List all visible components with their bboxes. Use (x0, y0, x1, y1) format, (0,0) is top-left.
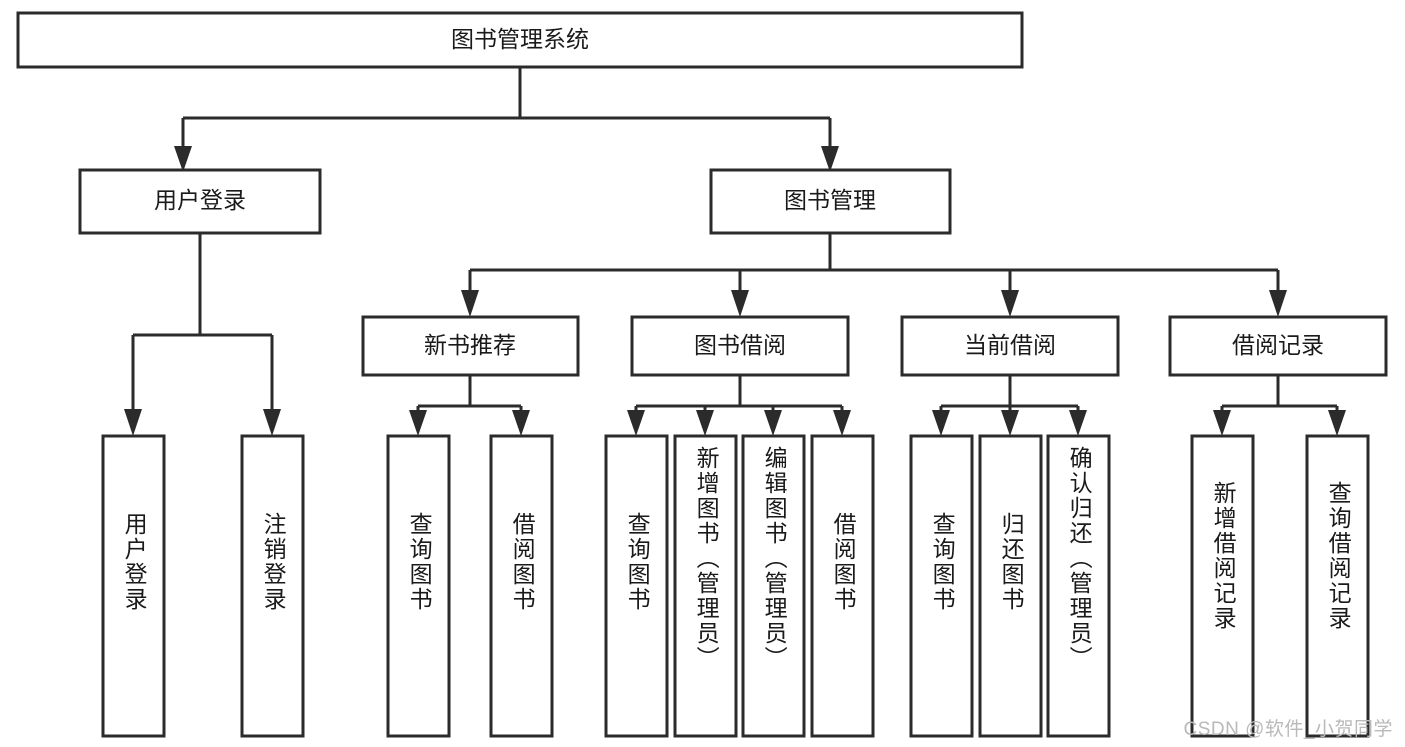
arrowhead-ul-child-1 (124, 409, 142, 436)
leaf-label-wrap-bb-edit-book-admin: 编辑图书（管理员） (743, 436, 804, 736)
node-borrow-record[interactable] (1168, 315, 1388, 377)
leaf-user-login-signin[interactable] (101, 434, 166, 738)
leaf-label-cb-query-book: 查询图书 (929, 512, 956, 612)
node-new-book-recommend-label: 新书推荐 (424, 332, 516, 358)
node-current-borrow-label: 当前借阅 (964, 332, 1056, 358)
arrowhead-br-child-1 (1213, 410, 1231, 436)
arrowhead-user-login (174, 146, 192, 172)
leaf-label-user-login-signout: 注销登录 (260, 512, 287, 612)
leaf-label-cb-return-book: 归还图书 (998, 512, 1025, 612)
leaf-label-br-query-record: 查询借阅记录 (1325, 481, 1352, 631)
node-user-login[interactable] (78, 168, 322, 235)
leaf-label-cb-confirm-return-admin: 确认归还（管理员） (1066, 446, 1093, 671)
leaf-nb-query-book[interactable] (386, 434, 451, 738)
arrowhead-borrow-record (1269, 290, 1287, 317)
leaf-br-add-record[interactable] (1190, 434, 1255, 738)
arrowhead-current-borrow (1001, 290, 1019, 317)
leaf-label-wrap-nb-borrow-book: 借阅图书 (491, 436, 552, 736)
node-book-borrow-label: 图书借阅 (694, 332, 786, 358)
leaf-label-wrap-br-add-record: 新增借阅记录 (1192, 436, 1253, 736)
leaf-label-nb-borrow-book: 借阅图书 (509, 512, 536, 612)
arrowhead-nb-child-2 (512, 410, 530, 436)
node-user-login-label: 用户登录 (154, 187, 246, 213)
arrowhead-br-child-2 (1328, 410, 1346, 436)
arrowhead-nb-child-1 (409, 410, 427, 436)
leaf-label-wrap-bb-query-book: 查询图书 (606, 436, 667, 736)
node-current-borrow[interactable] (900, 315, 1120, 377)
node-book-management[interactable] (709, 168, 952, 235)
arrowhead-new-book (461, 290, 479, 317)
leaf-label-wrap-user-login-signout: 注销登录 (242, 436, 303, 736)
leaf-cb-return-book[interactable] (978, 434, 1043, 738)
csdn-watermark: CSDN @软件_小贺同学 (1183, 719, 1393, 740)
node-layer: 图书管理系统 用户登录 图书管理 新书推荐 图书借阅 当前借阅 借阅记录 (16, 11, 1388, 738)
arrowhead-ul-child-2 (263, 409, 281, 436)
leaf-bb-query-book[interactable] (604, 434, 669, 738)
leaf-label-wrap-cb-query-book: 查询图书 (911, 436, 972, 736)
arrowhead-book-manage (821, 146, 839, 172)
leaf-bb-borrow-book[interactable] (810, 434, 875, 738)
leaf-bb-edit-book-admin[interactable] (741, 434, 806, 738)
leaf-label-wrap-cb-confirm-return-admin: 确认归还（管理员） (1048, 436, 1109, 736)
leaf-label-bb-query-book: 查询图书 (624, 512, 651, 612)
leaf-user-login-signout[interactable] (240, 434, 305, 738)
leaf-cb-query-book[interactable] (909, 434, 974, 738)
leaf-label-wrap-user-login-signin: 用户登录 (103, 436, 164, 736)
leaf-bb-add-book-admin[interactable] (673, 434, 738, 738)
leaf-label-nb-query-book: 查询图书 (406, 512, 433, 612)
node-root-book-management-system[interactable] (16, 11, 1024, 69)
leaf-label-bb-add-book-admin: 新增图书（管理员） (693, 446, 720, 671)
arrowhead-cb-child-3 (1069, 410, 1087, 436)
leaf-label-wrap-bb-borrow-book: 借阅图书 (812, 436, 873, 736)
leaf-label-user-login-signin: 用户登录 (121, 512, 148, 612)
arrowhead-bb-child-4 (833, 410, 851, 436)
leaf-label-br-add-record: 新增借阅记录 (1210, 481, 1237, 631)
arrowhead-book-borrow (731, 290, 749, 317)
node-new-book-recommend[interactable] (361, 315, 580, 377)
node-root-label: 图书管理系统 (451, 26, 589, 52)
leaf-label-wrap-cb-return-book: 归还图书 (980, 436, 1041, 736)
node-borrow-record-label: 借阅记录 (1232, 332, 1324, 358)
leaf-br-query-record[interactable] (1305, 434, 1370, 738)
connector-layer (124, 67, 1346, 436)
leaf-nb-borrow-book[interactable] (489, 434, 554, 738)
leaf-label-wrap-br-query-record: 查询借阅记录 (1307, 436, 1368, 736)
arrowhead-bb-child-3 (764, 410, 782, 436)
arrowhead-bb-child-2 (696, 410, 714, 436)
arrowhead-bb-child-1 (627, 410, 645, 436)
node-book-borrow[interactable] (630, 315, 850, 377)
leaf-label-wrap-bb-add-book-admin: 新增图书（管理员） (675, 436, 736, 736)
arrowhead-cb-child-1 (932, 410, 950, 436)
leaf-cb-confirm-return-admin[interactable] (1046, 434, 1111, 738)
arrowhead-cb-child-2 (1001, 410, 1019, 436)
leaf-label-bb-borrow-book: 借阅图书 (830, 512, 857, 612)
leaf-label-bb-edit-book-admin: 编辑图书（管理员） (761, 446, 788, 671)
node-book-management-label: 图书管理 (784, 187, 876, 213)
leaf-label-wrap-nb-query-book: 查询图书 (388, 436, 449, 736)
